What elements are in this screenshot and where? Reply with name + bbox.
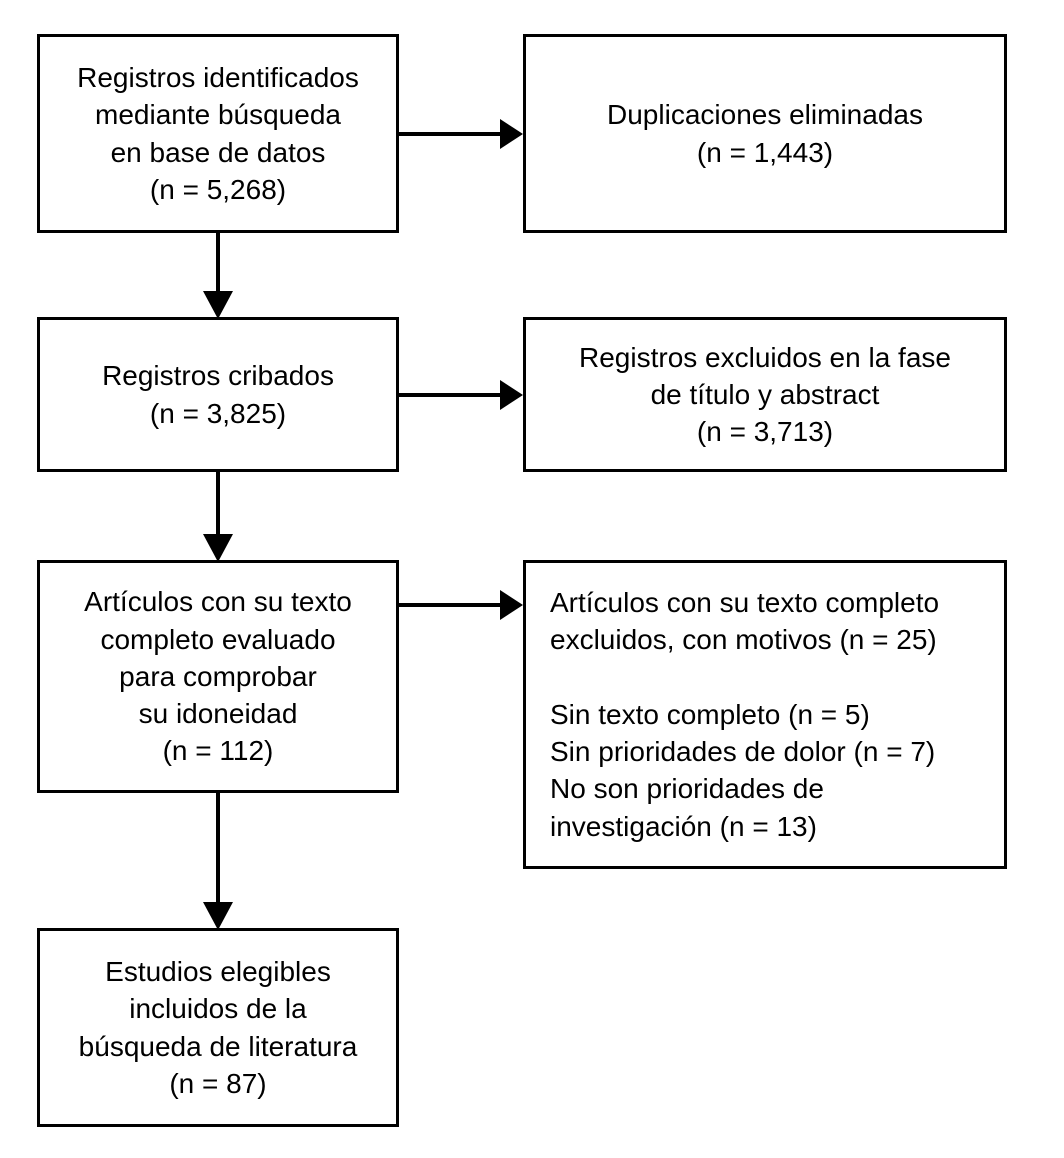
node-studies-included-text: Estudios elegibles incluidos de la búsqu… bbox=[78, 956, 358, 1099]
node-duplicates-removed-text: Duplicaciones eliminadas (n = 1,443) bbox=[607, 99, 923, 168]
node-records-excluded-text: Registros excluidos en la fase de título… bbox=[579, 341, 951, 448]
node-records-screened-text: Registros cribados (n = 3,825) bbox=[102, 360, 334, 429]
node-records-screened: Registros cribados (n = 3,825) bbox=[37, 317, 399, 472]
arrow-screened-to-excluded bbox=[396, 379, 526, 411]
node-records-identified: Registros identificados mediante búsqued… bbox=[37, 34, 399, 233]
node-studies-included: Estudios elegibles incluidos de la búsqu… bbox=[37, 928, 399, 1127]
arrow-fulltext-to-excluded bbox=[396, 589, 526, 621]
node-fulltext-assessed: Artículos con su texto completo evaluado… bbox=[37, 560, 399, 793]
arrow-screened-to-fulltext bbox=[200, 470, 236, 564]
arrow-fulltext-to-included bbox=[200, 791, 236, 932]
node-fulltext-excluded: Artículos con su texto completo excluido… bbox=[523, 560, 1007, 869]
node-records-identified-text: Registros identificados mediante búsqued… bbox=[77, 62, 359, 205]
node-fulltext-excluded-text: Artículos con su texto completo excluido… bbox=[550, 587, 940, 842]
node-records-excluded: Registros excluidos en la fase de título… bbox=[523, 317, 1007, 472]
node-duplicates-removed: Duplicaciones eliminadas (n = 1,443) bbox=[523, 34, 1007, 233]
arrow-identified-to-screened bbox=[200, 231, 236, 321]
arrow-identified-to-duplicates bbox=[396, 118, 526, 150]
node-fulltext-assessed-text: Artículos con su texto completo evaluado… bbox=[84, 586, 352, 767]
